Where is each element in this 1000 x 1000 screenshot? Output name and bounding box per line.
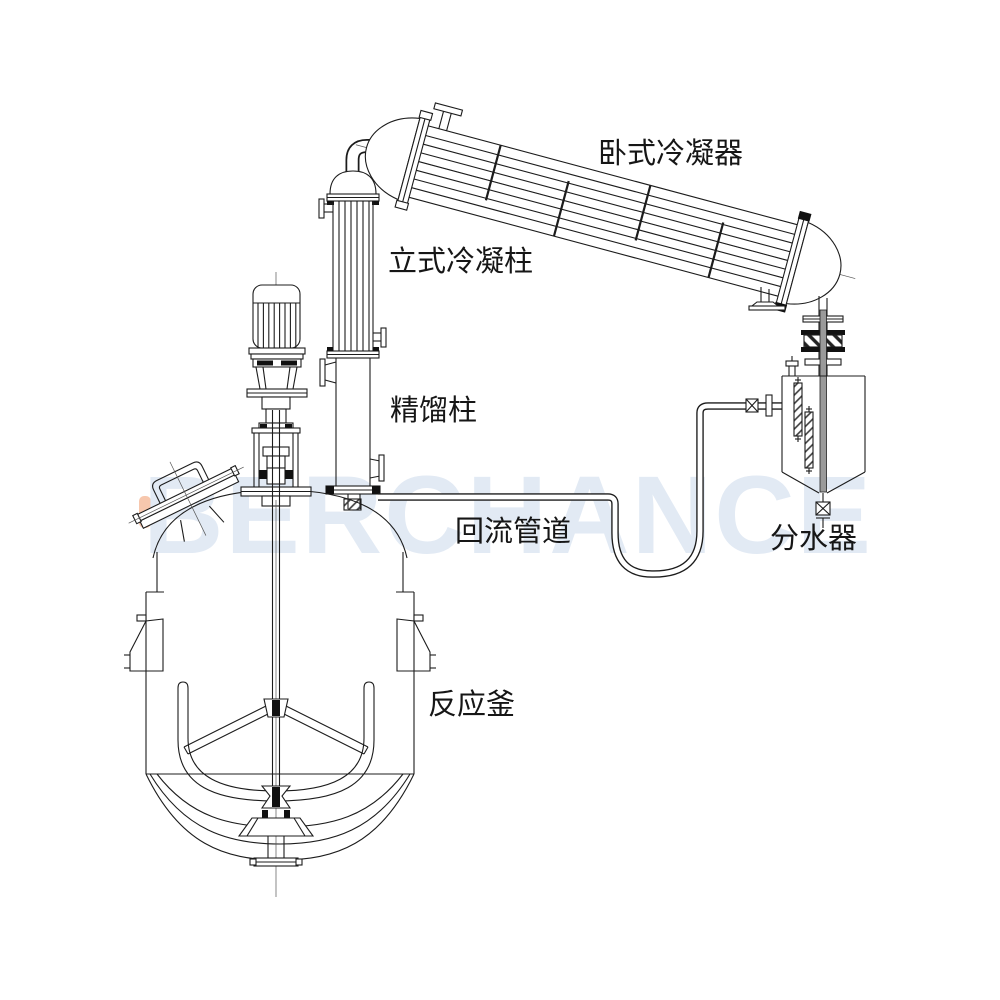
gearbox — [255, 366, 298, 390]
bottom-discharge-valve — [237, 817, 315, 867]
labels: 卧式冷凝器 立式冷凝柱 精馏柱 回流管道 分水器 反应釜 — [388, 137, 857, 721]
rectification-right-nozzle — [369, 454, 385, 482]
label-reactor: 反应釜 — [428, 688, 515, 721]
vertical-condenser-column — [318, 170, 387, 359]
vertical-condenser-left-nozzle — [318, 198, 333, 219]
reactor-jacket-inner-bottom — [149, 773, 411, 845]
condenser-left-head — [364, 117, 421, 201]
mechanical-seal — [262, 446, 290, 457]
rectification-column — [319, 358, 385, 511]
vertical-condenser-tubes — [338, 201, 370, 351]
separator-inlet-flange — [765, 394, 773, 417]
label-horizontal-condenser: 卧式冷凝器 — [598, 137, 743, 170]
reflux-pipe — [378, 394, 782, 578]
separator-top-nozzle — [785, 356, 799, 376]
separator-dip-tube — [819, 309, 827, 493]
condenser-right-head — [785, 221, 842, 305]
condenser-baffles — [484, 144, 725, 278]
label-reflux-pipe: 回流管道 — [455, 515, 571, 548]
vertical-condenser-dome — [329, 170, 377, 195]
label-rectification-column: 精馏柱 — [390, 394, 477, 427]
condenser-support-foot — [748, 287, 786, 311]
manhole — [128, 461, 244, 542]
separator-level-gauge-1 — [793, 377, 803, 442]
separator-inlet-valve — [745, 398, 759, 413]
rectification-left-nozzle — [319, 358, 337, 387]
vertical-condenser-right-nozzle — [373, 327, 387, 348]
condenser-vent-nozzle — [433, 102, 464, 131]
label-vertical-condenser: 立式冷凝柱 — [388, 245, 533, 278]
agitator-drive — [240, 272, 312, 507]
separator-drain-valve — [815, 493, 831, 528]
motor — [252, 284, 301, 349]
motor-fins — [257, 303, 297, 348]
reactor-lug-right — [396, 614, 436, 672]
condenser-outlet-stack — [801, 296, 845, 493]
condenser-tubes — [411, 134, 795, 288]
reactor-lug-left — [124, 614, 164, 672]
separator-level-gauge-2 — [804, 406, 814, 474]
water-separator — [781, 356, 866, 528]
label-water-separator: 分水器 — [770, 522, 857, 555]
horizontal-condenser — [355, 102, 856, 313]
